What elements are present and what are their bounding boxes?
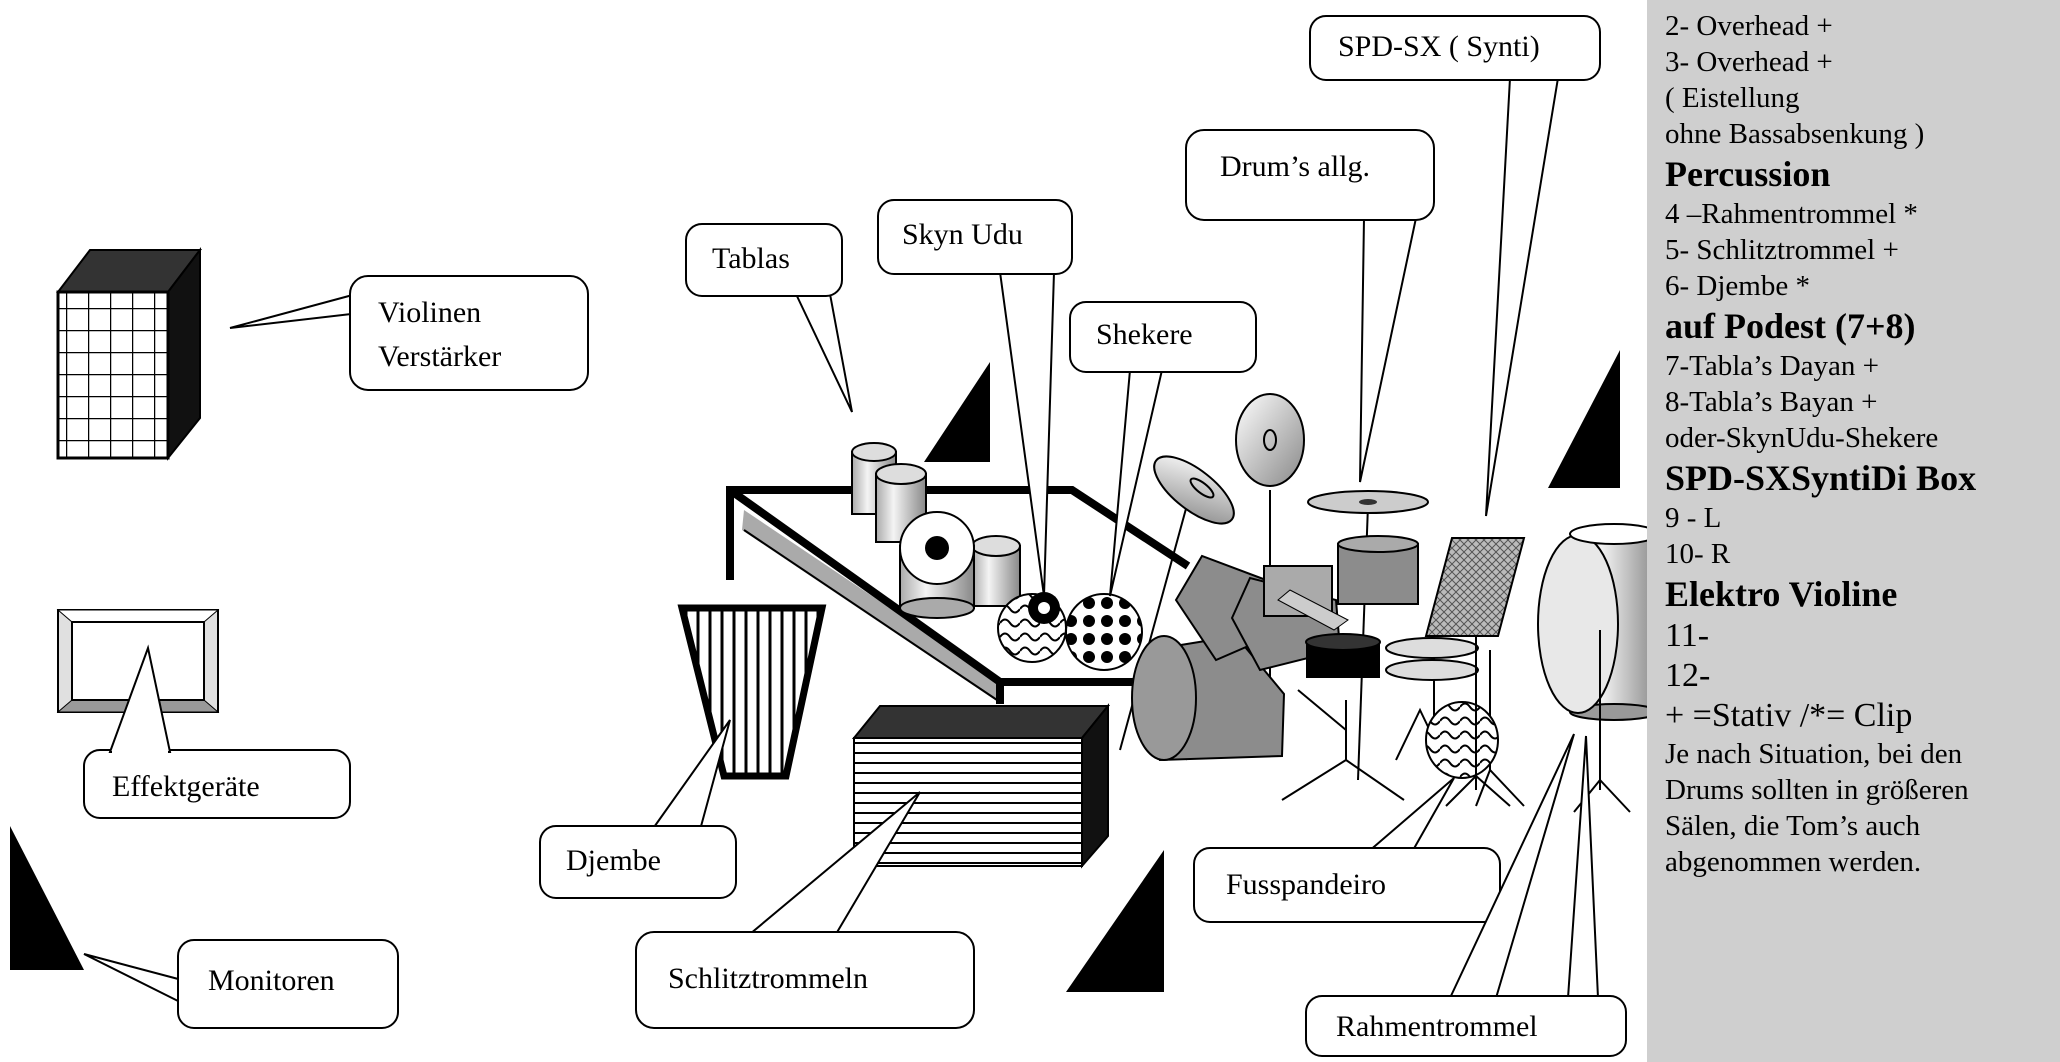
skyn-udu-label: Skyn Udu bbox=[902, 218, 1023, 251]
channel-list-heading: Elektro Violine bbox=[1665, 574, 1898, 614]
channel-list-item: Drums sollten in größeren bbox=[1665, 774, 1969, 806]
effektgeraete-label: Effektgeräte bbox=[112, 770, 260, 803]
djembe-label: Djembe bbox=[566, 844, 661, 877]
channel-list-item: 2- Overhead + bbox=[1665, 10, 1833, 42]
channel-list-item: 12- bbox=[1665, 657, 1711, 694]
fusspandeiro-callout bbox=[1193, 777, 1501, 923]
channel-list-item: 3- Overhead + bbox=[1665, 46, 1833, 78]
channel-list-item: 11- bbox=[1665, 617, 1710, 654]
violinen-label-line1: Violinen bbox=[378, 296, 482, 329]
skyn-udu-drum bbox=[997, 592, 1067, 663]
rahmentrommel-callout bbox=[1305, 733, 1627, 1057]
channel-list-item: 8-Tabla’s Bayan + bbox=[1665, 386, 1878, 418]
monitoren-label: Monitoren bbox=[208, 964, 335, 997]
djembe-callout bbox=[539, 719, 737, 899]
shekere-label: Shekere bbox=[1096, 318, 1193, 351]
frame-drum bbox=[1537, 523, 1659, 813]
tablas-callout bbox=[685, 223, 853, 413]
effects-unit-callout bbox=[83, 644, 351, 819]
schlitztrommeln-callout bbox=[635, 791, 975, 1029]
channel-list-panel bbox=[1647, 0, 2060, 1062]
monitor-wedge-icon bbox=[1548, 350, 1620, 488]
violin-amplifier-icon bbox=[55, 247, 203, 461]
drum-kit bbox=[1119, 393, 1525, 807]
djembe-drum bbox=[677, 604, 827, 780]
rahmentrommel-label: Rahmentrommel bbox=[1336, 1010, 1538, 1043]
channel-list: 2- Overhead +3- Overhead + ( Eistellung … bbox=[1665, 8, 2057, 880]
channel-list-item: + =Stativ /*= Clip bbox=[1665, 697, 1913, 734]
channel-list-item: ohne Bassabsenkung ) bbox=[1665, 118, 1925, 150]
channel-list-item: 7-Tabla’s Dayan + bbox=[1665, 350, 1880, 382]
monitor-wedge-icon bbox=[10, 826, 84, 970]
channel-list-item: 5- Schlitztrommel + bbox=[1665, 234, 1899, 266]
spd-sx-pad bbox=[1424, 537, 1526, 807]
channel-list-item: 6- Djembe * bbox=[1665, 270, 1810, 302]
channel-list-heading: Percussion bbox=[1665, 154, 1831, 194]
channel-list-item: ( Eistellung bbox=[1665, 82, 1800, 114]
channel-list-item: 4 –Rahmentrommel * bbox=[1665, 198, 1918, 230]
shekere-instrument bbox=[1065, 593, 1143, 671]
channel-list-item: 10- R bbox=[1665, 538, 1731, 570]
spd-sx-label: SPD-SX ( Synti) bbox=[1338, 30, 1540, 63]
channel-list-item: Je nach Situation, bei den bbox=[1665, 738, 1963, 770]
monitor-wedge-icon bbox=[924, 362, 990, 462]
channel-list-item: abgenommen werden. bbox=[1665, 846, 1922, 878]
skyn-udu-callout bbox=[877, 199, 1073, 597]
shekere-callout bbox=[1069, 301, 1257, 597]
drums-allg-label: Drum’s allg. bbox=[1220, 150, 1370, 183]
violinen-label-line2: Verstärker bbox=[378, 340, 502, 373]
spd-sx-callout bbox=[1309, 15, 1601, 517]
drums-callout bbox=[1185, 129, 1435, 483]
fusspandeiro-instrument bbox=[1425, 701, 1499, 779]
channel-list-heading: auf Podest (7+8) bbox=[1665, 306, 1916, 346]
violin-amplifier-callout bbox=[229, 275, 589, 391]
channel-list-heading: SPD-SXSyntiDi Box bbox=[1665, 458, 1977, 498]
channel-list-item: 9 - L bbox=[1665, 502, 1722, 534]
fusspandeiro-label: Fusspandeiro bbox=[1226, 868, 1386, 901]
schlitztrommeln-label: Schlitztrommeln bbox=[668, 962, 868, 995]
channel-list-item: Sälen, die Tom’s auch bbox=[1665, 810, 1921, 842]
slit-drum-box bbox=[851, 703, 1111, 869]
tabla-drums bbox=[851, 442, 1021, 619]
channel-list-item: oder-SkynUdu-Shekere bbox=[1665, 422, 1939, 454]
monitor-wedge-icon bbox=[1066, 850, 1164, 992]
tablas-label: Tablas bbox=[712, 242, 790, 275]
monitor-callout bbox=[83, 939, 399, 1029]
